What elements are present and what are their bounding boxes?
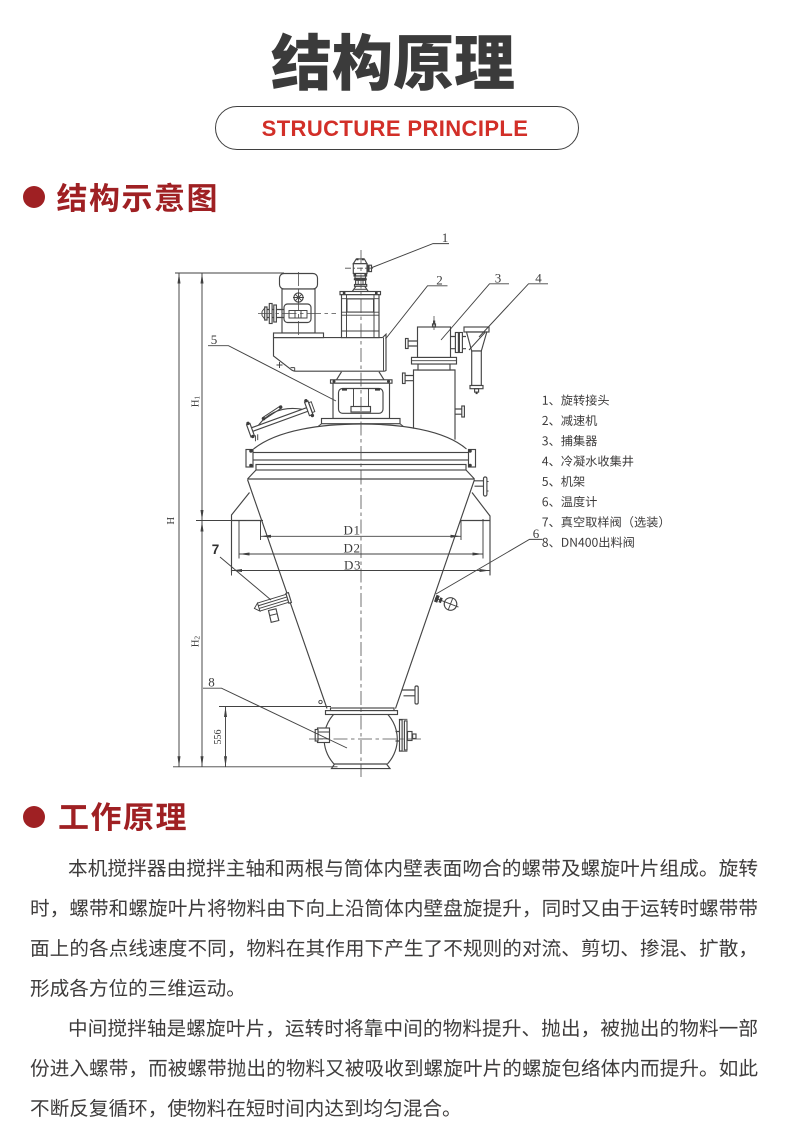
svg-text:H: H	[166, 516, 177, 524]
svg-text:6: 6	[533, 526, 540, 541]
svg-text:D3: D3	[344, 558, 361, 573]
svg-text:2: 2	[436, 272, 443, 287]
svg-text:D1: D1	[343, 523, 360, 538]
svg-text:3: 3	[495, 270, 502, 285]
svg-text:5: 5	[211, 332, 218, 347]
svg-text:D2: D2	[343, 540, 360, 555]
svg-text:H1: H1	[191, 396, 202, 408]
svg-text:556: 556	[213, 730, 224, 745]
svg-text:7: 7	[212, 542, 220, 557]
svg-text:H2: H2	[191, 636, 202, 648]
svg-text:8: 8	[208, 675, 215, 690]
svg-text:1: 1	[442, 230, 449, 245]
svg-text:4: 4	[535, 270, 542, 285]
